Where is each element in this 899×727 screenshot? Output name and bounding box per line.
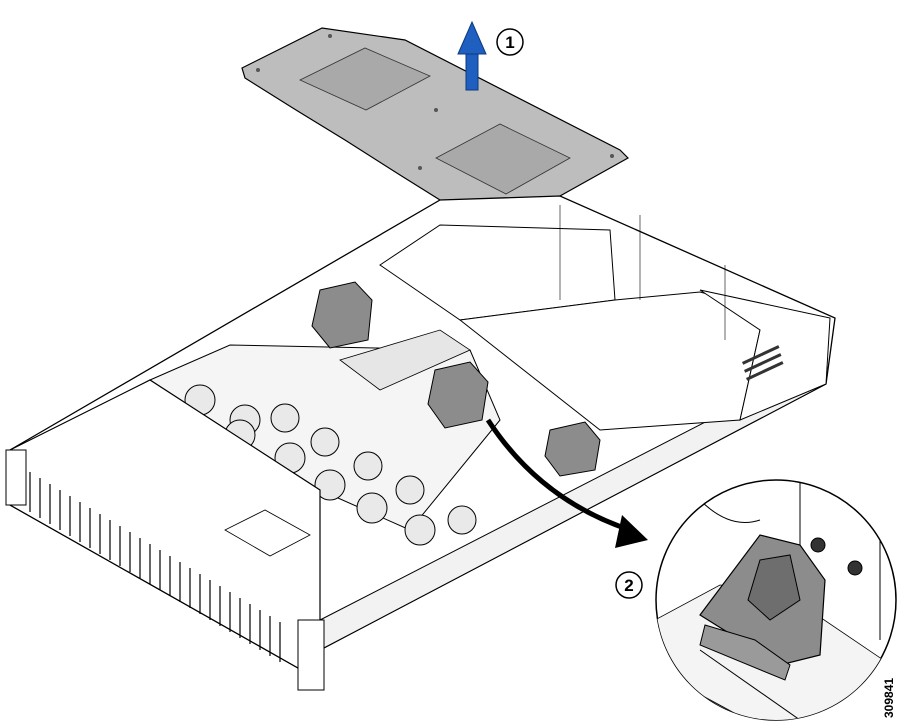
thumbscrew <box>810 537 826 553</box>
detail-view <box>655 479 897 721</box>
fan <box>356 492 388 524</box>
callout-2-label: 2 <box>624 576 633 595</box>
callout-1-label: 1 <box>505 33 514 52</box>
callout-2: 2 <box>615 571 643 599</box>
rack-ear-right <box>297 619 325 691</box>
drive-bay <box>5 379 325 691</box>
fan <box>404 514 436 546</box>
cover-panel-right <box>435 123 571 195</box>
fan <box>447 505 477 535</box>
fan <box>353 451 383 481</box>
fan <box>310 427 340 457</box>
rack-ear-left <box>5 449 27 506</box>
callout-1: 1 <box>496 28 524 56</box>
card-bracket <box>699 534 826 681</box>
fan <box>395 475 425 505</box>
top-cover <box>241 27 629 229</box>
card-bracket <box>427 361 489 429</box>
fan <box>270 403 300 433</box>
cover-panel-left <box>299 47 431 111</box>
thumbscrew <box>847 560 863 576</box>
fan <box>314 469 346 501</box>
figure-id: 309841 <box>882 678 896 718</box>
up-arrow-icon <box>457 20 487 91</box>
curved-arrow-icon <box>485 418 648 548</box>
card-bracket <box>311 281 373 349</box>
card-bracket <box>544 421 601 477</box>
